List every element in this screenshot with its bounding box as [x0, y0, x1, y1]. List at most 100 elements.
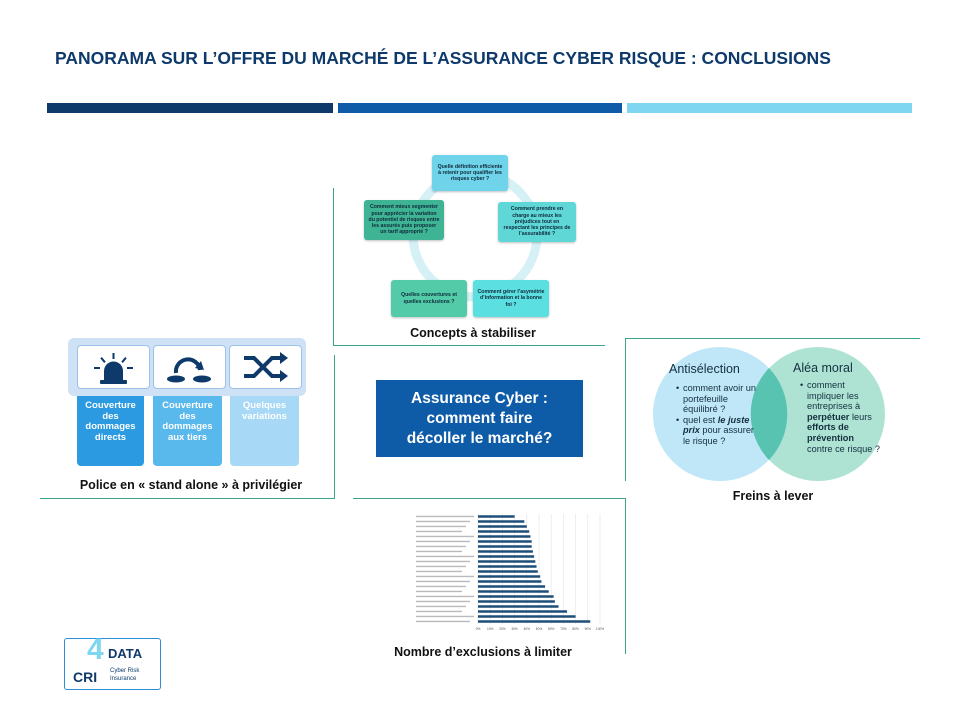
concept-box-definition: Quelle définition efficiente à retenir p…	[432, 155, 508, 191]
chart-x-tick-label: 50%	[536, 627, 543, 631]
venn-left-item-2-em: le juste prix	[683, 414, 750, 436]
header-bar-dark	[47, 103, 333, 113]
chart-x-tick-label: 60%	[548, 627, 555, 631]
chart-bar	[478, 525, 527, 528]
venn-right-item: comment impliquer les entreprises à perp…	[800, 380, 881, 454]
alarm-light-icon	[94, 353, 133, 384]
chart-bar	[478, 550, 533, 553]
frame-line	[625, 338, 920, 339]
chart-bar	[478, 605, 559, 608]
venn-right-post: contre ce risque ?	[807, 443, 881, 454]
chart-x-tick-label: 90%	[585, 627, 592, 631]
icon-tile-direct	[77, 345, 150, 389]
chart-category-label-mark	[416, 555, 474, 558]
venn-left-item-2-pre: quel est	[683, 414, 718, 425]
chart-bar	[478, 565, 537, 568]
chart-category-label-mark	[416, 560, 470, 563]
chart-x-tick-label: 10%	[487, 627, 494, 631]
icon-tile-variations	[229, 345, 302, 389]
concept-box-segmenter: Comment mieux segmenter pour apprécier l…	[364, 200, 444, 240]
chart-category-label-mark	[416, 525, 466, 528]
chart-category-label-mark	[416, 565, 466, 568]
chart-bar	[478, 540, 532, 543]
chart-category-label-mark	[416, 600, 470, 603]
chart-bar	[478, 610, 568, 613]
chart-category-label-mark	[416, 575, 474, 578]
chart-x-tick-label: 20%	[499, 627, 506, 631]
logo-number: 4	[87, 633, 104, 666]
chart-category-label-mark	[416, 515, 474, 518]
logo-prefix: CRI	[73, 669, 98, 685]
concept-box-exclusions: Quelles couvertures et quelles exclusion…	[391, 280, 467, 317]
frame-line	[40, 498, 335, 499]
concept-box-asymetrie: Comment gérer l’asymétrie d’information …	[473, 280, 549, 317]
central-line-1: Assurance Cyber :	[411, 389, 548, 407]
chart-bar	[478, 615, 576, 618]
venn-left-title: Antisélection	[669, 362, 740, 376]
chart-bar	[478, 585, 546, 588]
chart-category-label-mark	[416, 530, 462, 533]
chart-bar	[478, 620, 591, 623]
chart-bar	[478, 560, 536, 563]
central-line-3: décoller le marché?	[406, 429, 553, 447]
page-title: PANORAMA SUR L’OFFRE DU MARCHÉ DE L’ASSU…	[55, 48, 831, 68]
venn-right-bold-1: perpétuer	[807, 411, 850, 422]
chart-bar	[478, 545, 532, 548]
policy-column-direct: Couverture des dommages directs	[77, 396, 144, 466]
frame-line	[333, 188, 334, 346]
chart-category-label-mark	[416, 610, 462, 613]
venn-left-item-2-post: pour assurer le risque ?	[683, 425, 754, 446]
chart-category-label-mark	[416, 550, 462, 553]
venn-left-item-2: quel est le juste prix pour assurer le r…	[676, 414, 757, 447]
chart-bar	[478, 570, 538, 573]
policy-caption: Police en « stand alone » à privilégier	[79, 478, 303, 492]
chart-bar	[478, 575, 541, 578]
chart-bar	[478, 535, 531, 538]
venn-caption: Freins à lever	[732, 489, 814, 503]
chart-category-label-mark	[416, 595, 474, 598]
chart-x-tick-label: 70%	[560, 627, 567, 631]
chart-bar	[478, 595, 554, 598]
cri4data-logo: 4 DATA CRI Cyber Risk Insurance	[64, 633, 161, 690]
header-bar-mid	[338, 103, 622, 113]
frame-line	[353, 498, 625, 499]
venn-right-title: Aléa moral	[793, 361, 853, 375]
chart-category-label-mark	[416, 620, 470, 623]
logo-word: DATA	[108, 646, 143, 661]
chart-category-label-mark	[416, 585, 466, 588]
chart-x-tick-label: 40%	[524, 627, 531, 631]
chart-category-label-mark	[416, 580, 470, 583]
venn-right-text: comment impliquer les entreprises à perp…	[799, 380, 881, 454]
chart-category-label-mark	[416, 540, 470, 543]
chart-category-label-mark	[416, 520, 470, 523]
chart-x-tick-label: 0%	[476, 627, 481, 631]
concept-box-prejudices: Comment prendre en charge au mieux les p…	[498, 202, 576, 242]
chart-category-label-mark	[416, 570, 462, 573]
frame-line	[625, 338, 626, 481]
frame-line	[333, 345, 605, 346]
logo-sub-1: Cyber Risk	[110, 668, 140, 674]
chart-bar	[478, 515, 515, 518]
chart-bar	[478, 530, 530, 533]
exclusions-caption: Nombre d’exclusions à limiter	[394, 645, 572, 659]
venn-left-item-1: comment avoir un portefeuille équilibré …	[676, 383, 757, 415]
chart-x-tick-label: 30%	[511, 627, 518, 631]
chart-x-tick-label: 100%	[596, 627, 604, 631]
chart-category-label-mark	[416, 605, 466, 608]
chart-bar	[478, 600, 555, 603]
frame-line	[334, 355, 335, 498]
frame-line	[625, 498, 626, 654]
redo-arrow-icon	[167, 357, 211, 383]
exclusions-chart: 0% 10% 20% 30% 40% 50% 60% 70% 80% 90% 100%	[416, 514, 604, 631]
concepts-caption: Concepts à stabiliser	[410, 326, 536, 340]
chart-bar	[478, 580, 542, 583]
chart-category-label-mark	[416, 615, 474, 618]
header-bar-light	[627, 103, 912, 113]
chart-x-tick-label: 80%	[572, 627, 579, 631]
chart-bar	[478, 555, 535, 558]
shuffle-icon	[244, 352, 288, 382]
chart-category-label-mark	[416, 590, 462, 593]
policy-column-tiers: Couverture des dommages aux tiers	[153, 396, 222, 466]
icon-tile-tiers	[153, 345, 226, 389]
venn-right-mid: leurs	[849, 411, 872, 422]
